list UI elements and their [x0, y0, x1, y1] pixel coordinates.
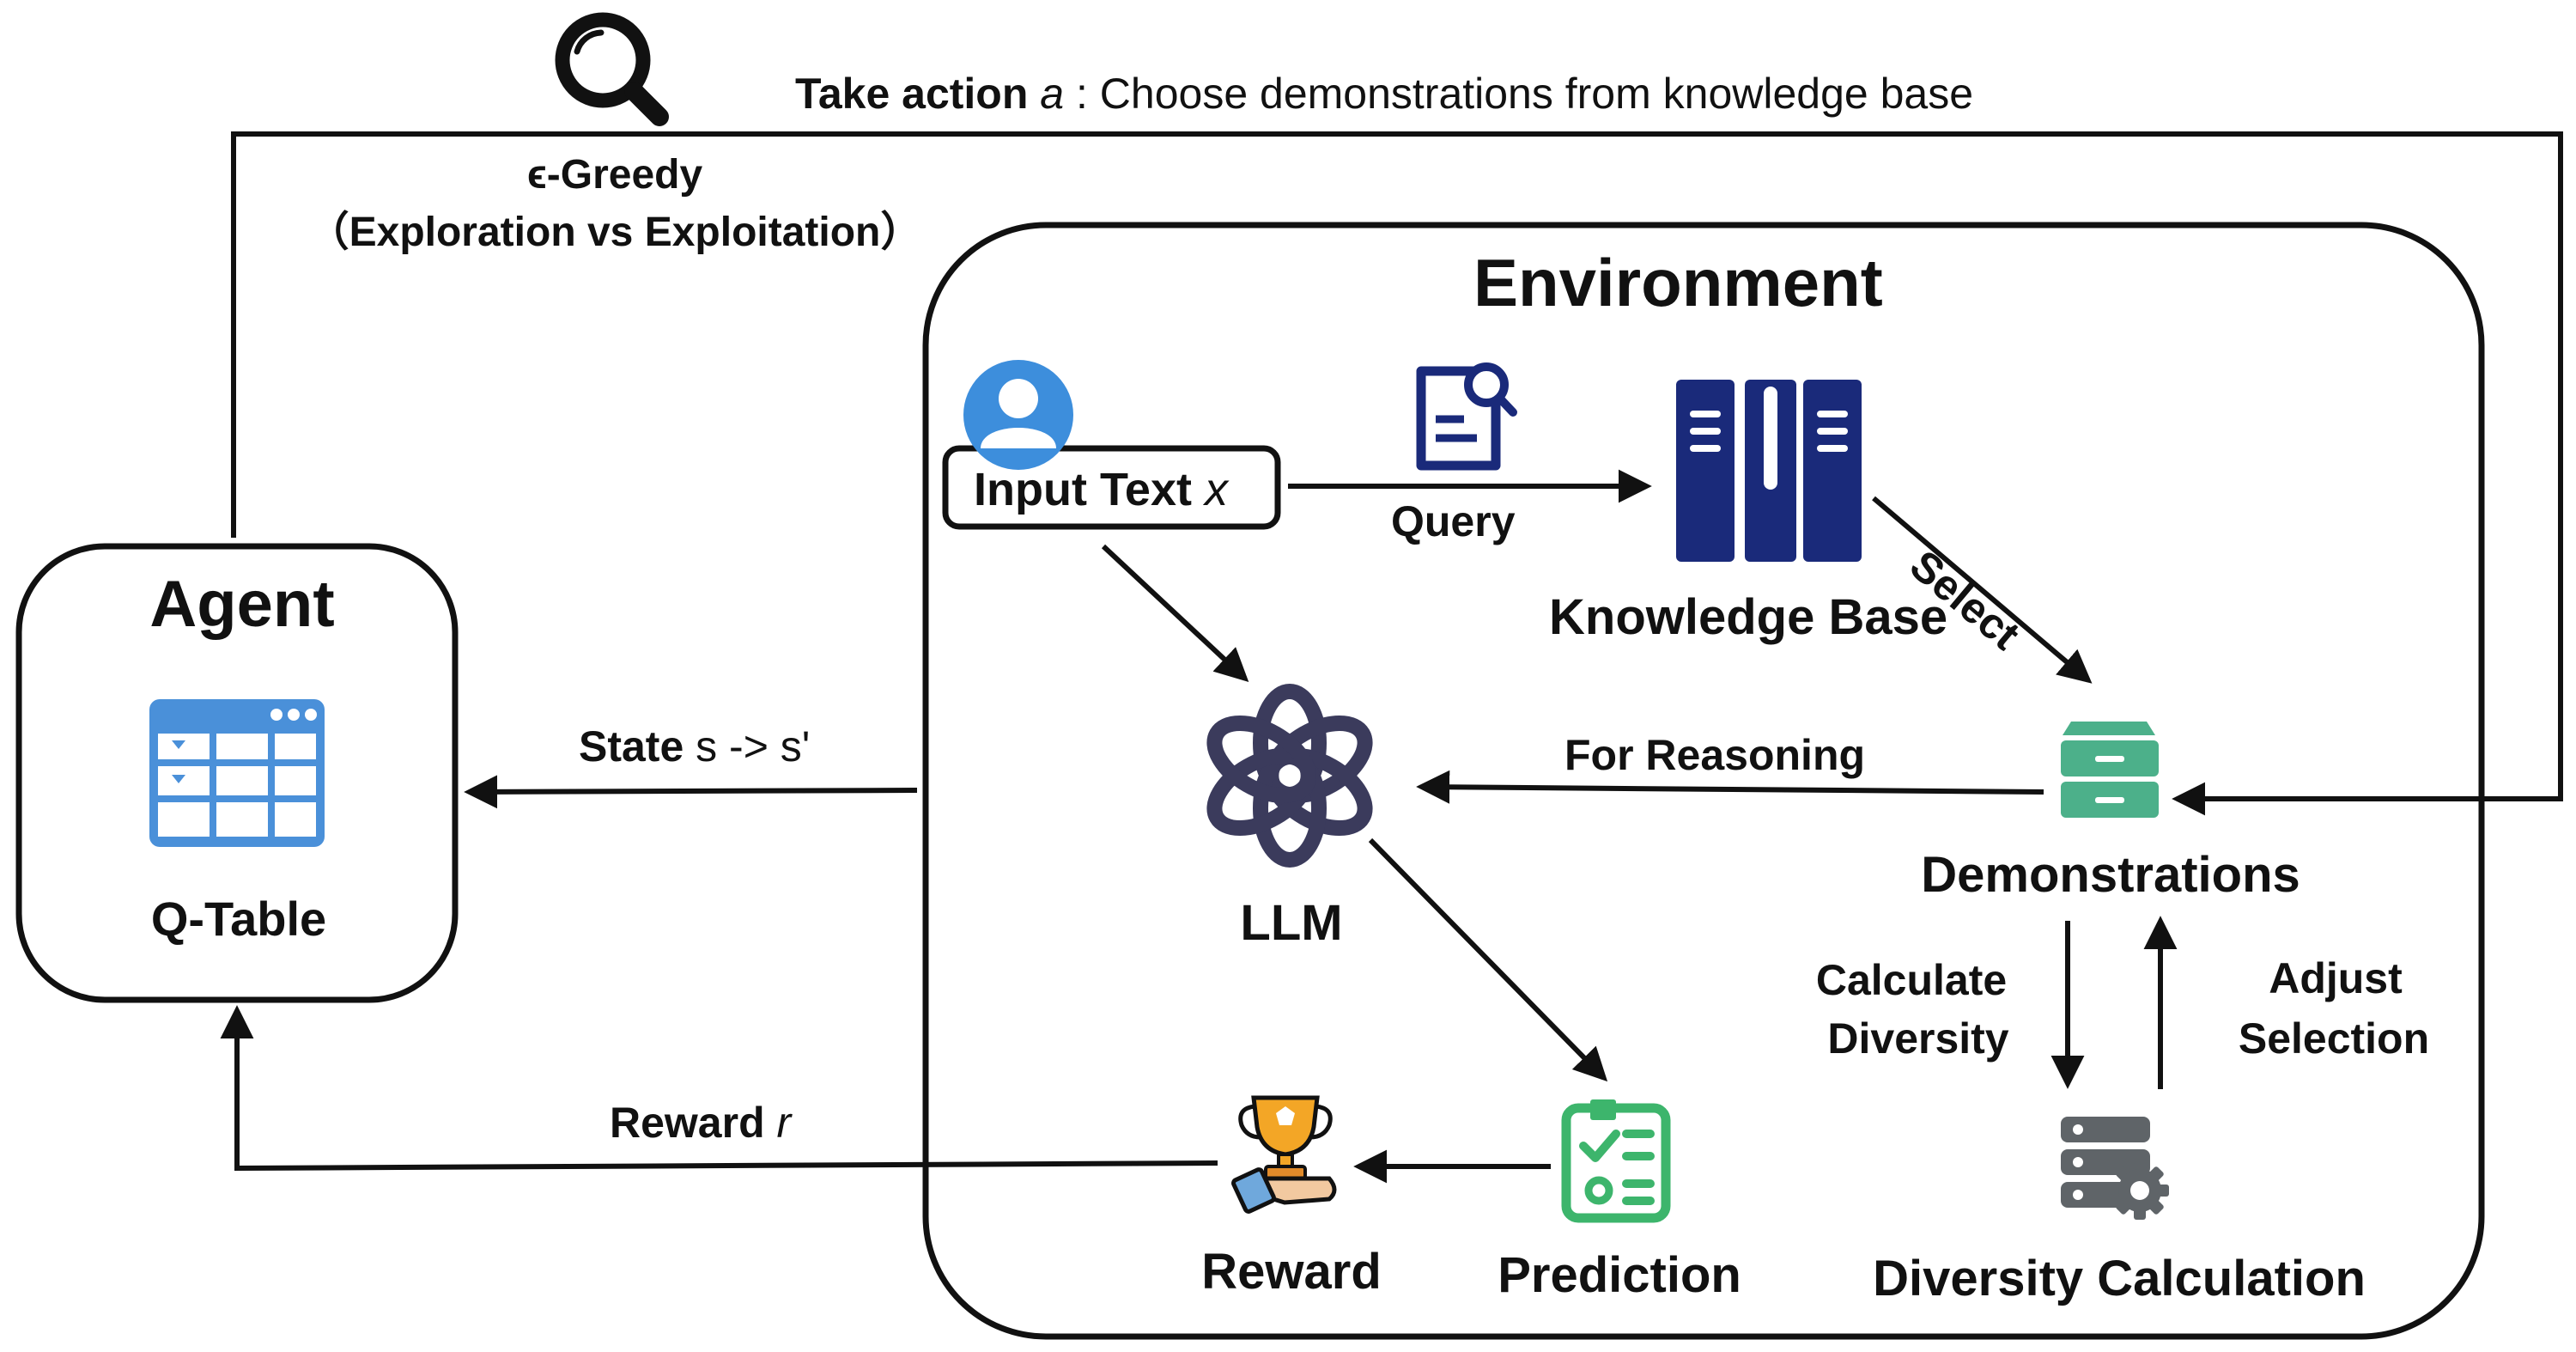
- query-label: Query: [1391, 497, 1516, 545]
- greedy-title: ϵ-Greedy: [526, 152, 703, 198]
- state-label: State s -> s': [579, 725, 810, 768]
- prediction-label: Prediction: [1498, 1247, 1741, 1303]
- user-avatar-icon: [963, 360, 1073, 470]
- trophy-hand-icon: [1231, 1095, 1337, 1214]
- action-variable: a: [1040, 70, 1065, 118]
- llm-prediction-edge: [1368, 837, 1608, 1082]
- for-reasoning-label: For Reasoning: [1564, 731, 1866, 779]
- diversity-calculation-label: Diversity Calculation: [1873, 1251, 2366, 1306]
- take-action-rest: : Choose demonstrations from knowledge b…: [1064, 70, 1974, 118]
- binders-icon: [1676, 380, 1862, 562]
- server-gear-icon: [2061, 1117, 2169, 1220]
- environment-title: Environment: [1473, 245, 1883, 320]
- input-text-label: Input Text x: [974, 466, 1228, 513]
- take-action-bold: Take action: [795, 70, 1029, 118]
- environment-box: [922, 222, 2485, 1340]
- input-variable: x: [1204, 464, 1228, 515]
- state-edge: [464, 775, 918, 809]
- greedy-subtitle: （Exploration vs Exploitation）: [307, 210, 922, 255]
- select-edge: [1872, 496, 2093, 684]
- reasoning-edge: [1416, 770, 2044, 804]
- agent-box: [15, 543, 459, 1003]
- reward-node-label: Reward: [1201, 1244, 1382, 1300]
- archive-drawer-icon: [2061, 722, 2159, 818]
- reward-edge-bold: Reward: [610, 1099, 765, 1147]
- openai-knot-icon: [1206, 684, 1373, 868]
- adjust-selection-line2: Selection: [2238, 1014, 2430, 1063]
- reward-variable: r: [776, 1099, 792, 1147]
- reward-edge-label: Reward r: [610, 1101, 791, 1144]
- table-icon: [149, 699, 325, 847]
- input-llm-edge: [1101, 544, 1249, 682]
- checklist-icon: [1561, 1099, 1671, 1223]
- calculate-diversity-line1: Calculate: [1815, 956, 2008, 1004]
- reward-edge: [220, 1005, 1218, 1172]
- adjust-selection-line1: Adjust: [2269, 954, 2403, 1002]
- agent-title: Agent: [149, 568, 335, 641]
- llm-label: LLM: [1240, 895, 1343, 951]
- demonstrations-label: Demonstrations: [1921, 847, 2300, 903]
- state-rest: s -> s': [683, 722, 811, 770]
- state-bold: State: [579, 722, 684, 770]
- magnifier-icon: [555, 12, 669, 126]
- action-loop-edge: [231, 131, 2563, 816]
- input-text-word: Input Text: [974, 464, 1192, 515]
- take-action-label: Take action a : Choose demonstrations fr…: [795, 72, 1973, 115]
- q-table-label: Q-Table: [150, 892, 327, 946]
- knowledge-base-label: Knowledge Base: [1549, 589, 1948, 645]
- calculate-diversity-line2: Diversity: [1827, 1014, 2009, 1063]
- document-search-icon: [1416, 362, 1517, 471]
